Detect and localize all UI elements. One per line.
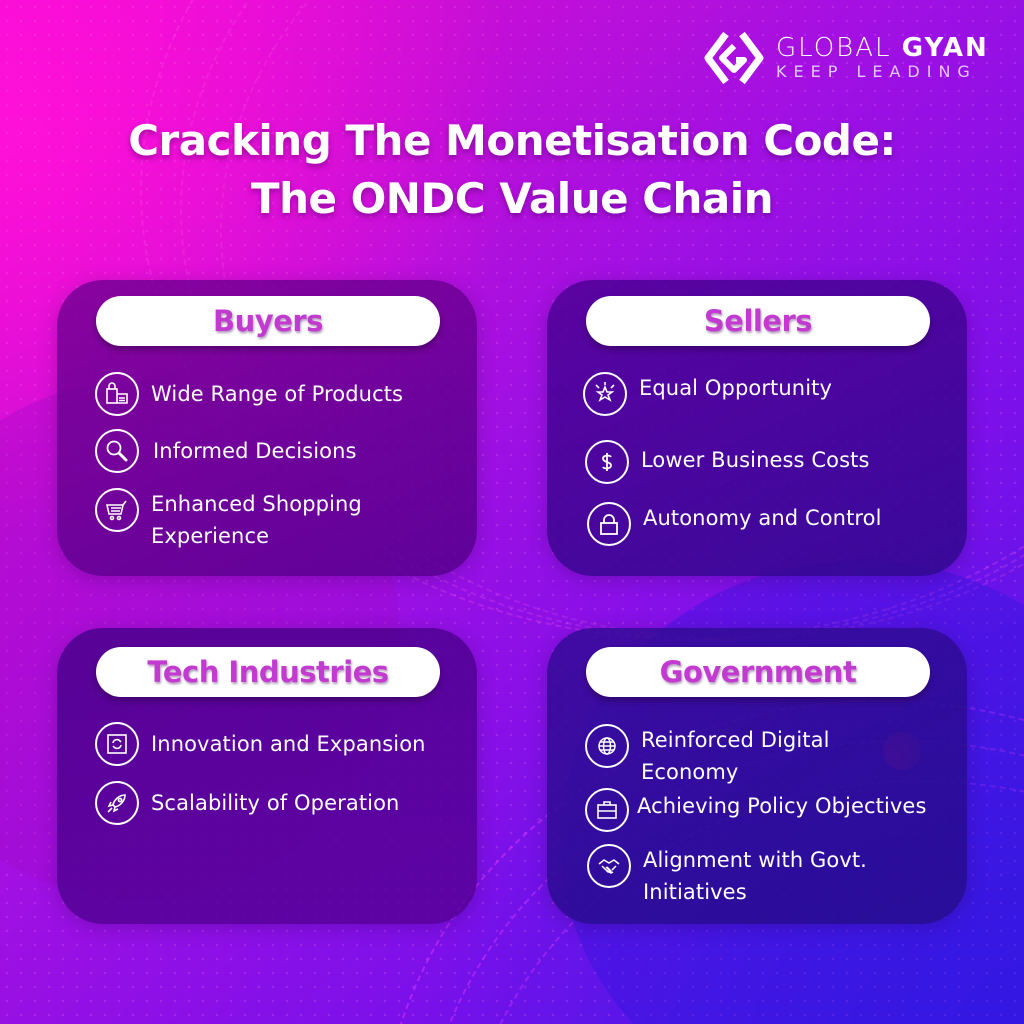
item-label: Alignment with Govt. Initiatives	[643, 848, 867, 904]
item-label: Informed Decisions	[153, 439, 357, 463]
shopping-bag-store-icon	[95, 372, 139, 416]
brand-tagline: KEEP LEADING	[776, 62, 977, 81]
list-item: Wide Range of Products	[95, 372, 403, 416]
item-label: Equal Opportunity	[639, 376, 833, 400]
star-burst-icon	[583, 372, 627, 416]
magnifier-icon	[95, 429, 139, 473]
list-item: Lower Business Costs	[585, 440, 870, 484]
item-label: Achieving Policy Objectives	[637, 794, 927, 818]
section-heading-government: Government	[586, 647, 930, 697]
item-label: Lower Business Costs	[641, 448, 870, 472]
section-heading-sellers: Sellers	[586, 296, 930, 346]
rocket-icon	[95, 781, 139, 825]
buyers-card: Buyers Wide Range of Products Informed D…	[57, 280, 477, 576]
page-title: Cracking The Monetisation Code: The ONDC…	[0, 112, 1024, 228]
brand-name-bold: GYAN	[901, 33, 989, 63]
list-item: Autonomy and Control	[587, 502, 882, 546]
list-item: Scalability of Operation	[95, 781, 399, 825]
section-heading-buyers: Buyers	[96, 296, 440, 346]
title-line-1: Cracking The Monetisation Code:	[128, 116, 896, 165]
item-label: Autonomy and Control	[643, 506, 882, 530]
list-item: Informed Decisions	[95, 429, 357, 473]
list-item: Equal Opportunity	[583, 372, 832, 416]
brand-name: GLOBAL GYAN	[776, 34, 989, 62]
briefcase-icon	[585, 788, 629, 832]
item-label: Wide Range of Products	[151, 382, 404, 406]
diamond-g-logo-icon	[704, 31, 764, 85]
list-item: Enhanced Shopping Experience	[95, 488, 435, 552]
item-label: Scalability of Operation	[151, 791, 400, 815]
item-label: Enhanced Shopping Experience	[151, 492, 362, 548]
shopping-cart-icon	[95, 488, 139, 532]
brand-logo: GLOBAL GYAN KEEP LEADING	[702, 28, 989, 88]
list-item: Innovation and Expansion	[95, 722, 426, 766]
sellers-card: Sellers Equal Opportunity Lower Business…	[547, 280, 967, 576]
list-item: Reinforced Digital Economy	[585, 724, 885, 788]
padlock-icon	[587, 502, 631, 546]
government-card: Government Reinforced Digital Economy Ac…	[547, 628, 967, 924]
list-item: Alignment with Govt. Initiatives	[587, 844, 887, 908]
list-item: Achieving Policy Objectives	[585, 788, 926, 832]
handshake-icon	[587, 844, 631, 888]
globe-icon	[585, 724, 629, 768]
item-label: Reinforced Digital Economy	[641, 728, 830, 784]
tech-industries-card: Tech Industries Innovation and Expansion…	[57, 628, 477, 924]
brand-name-light: GLOBAL	[776, 33, 892, 63]
title-line-2: The ONDC Value Chain	[250, 174, 774, 223]
section-heading-tech-industries: Tech Industries	[96, 647, 440, 697]
dollar-icon	[585, 440, 629, 484]
item-label: Innovation and Expansion	[151, 732, 426, 756]
refresh-square-icon	[95, 722, 139, 766]
